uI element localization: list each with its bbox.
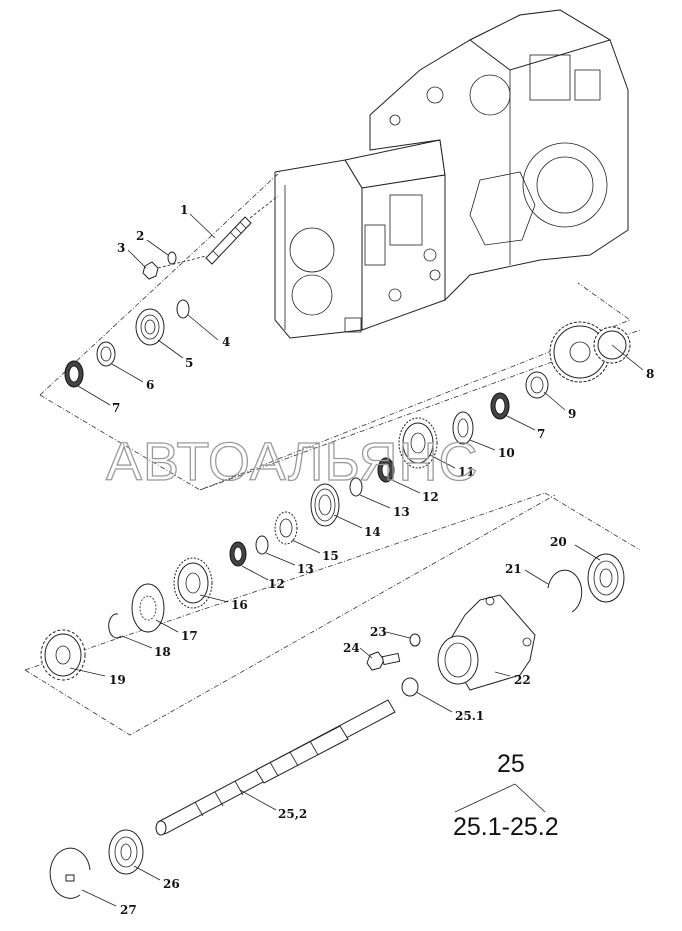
part-27-circlip: [49, 847, 91, 899]
assembly-range: 25.1-25.2: [453, 813, 559, 841]
callout-12b: 12: [268, 577, 285, 591]
watermark: АВТОАЛЬЯНС: [106, 432, 478, 492]
part-15-hub: [274, 511, 298, 545]
callout-7a: 7: [112, 401, 120, 415]
part-1-stud: [205, 195, 279, 265]
callout-7b: 7: [537, 427, 545, 441]
callout-2: 2: [136, 229, 144, 243]
lower-assembly-outline: [24, 492, 641, 736]
part-21-snap-ring: [547, 569, 583, 613]
assembly-number: 25: [497, 750, 525, 778]
callout-labels: 1 2 3 4 5 6 7 8 9 7 10 11 12 13 14 15 13…: [109, 203, 654, 917]
part-12-needle-bearing: [377, 457, 395, 483]
callout-27: 27: [120, 903, 137, 917]
part-2-washer: [167, 251, 177, 265]
callout-25-1: 25.1: [455, 709, 484, 723]
part-23-washer: [409, 633, 421, 647]
callout-8: 8: [646, 367, 654, 381]
part-10-washer: [452, 411, 474, 445]
callout-1: 1: [180, 203, 188, 217]
callout-5: 5: [185, 356, 193, 370]
callout-11: 11: [458, 465, 475, 479]
part-3-nut: [142, 261, 159, 280]
callout-19: 19: [109, 673, 126, 687]
callout-21: 21: [505, 562, 522, 576]
part-13-ring-2: [255, 535, 269, 555]
callout-18: 18: [154, 645, 171, 659]
part-4-washer: [176, 299, 190, 319]
part-18-circlip: [108, 613, 122, 639]
part-25-1-bushing: [401, 677, 419, 697]
callout-6: 6: [146, 378, 154, 392]
callout-13a: 13: [393, 505, 410, 519]
part-8-double-gear: [549, 321, 631, 383]
callout-16: 16: [231, 598, 248, 612]
part-17-disc: [131, 583, 165, 633]
part-7-needle-bearing-2: [490, 392, 510, 420]
callout-4: 4: [222, 335, 230, 349]
assembly-legend: 25 25.1-25.2: [453, 750, 559, 841]
part-14-synchro-ring: [310, 483, 340, 527]
part-11-gear: [398, 417, 438, 469]
callout-13b: 13: [297, 562, 314, 576]
part-5-bearing: [135, 308, 165, 346]
part-25-2-shaft: [155, 699, 396, 836]
callout-25-2: 25,2: [278, 807, 307, 821]
callout-20: 20: [550, 535, 567, 549]
part-13-ring: [349, 477, 363, 497]
callout-15: 15: [322, 549, 339, 563]
callout-26: 26: [163, 877, 180, 891]
part-6-ring: [96, 341, 116, 367]
part-22-cover: [437, 594, 536, 691]
callout-22: 22: [514, 673, 531, 687]
callout-14: 14: [364, 525, 381, 539]
part-20-bearing: [587, 553, 625, 603]
part-9-bushing: [525, 371, 549, 399]
part-24-bolt: [366, 651, 401, 671]
callout-23: 23: [370, 625, 387, 639]
part-16-gear: [173, 557, 213, 609]
callout-24: 24: [343, 641, 360, 655]
gearbox-housing: [274, 9, 629, 339]
part-7-needle-bearing: [64, 360, 84, 388]
callout-10: 10: [498, 446, 515, 460]
callout-17: 17: [181, 629, 198, 643]
part-19-gear: [40, 629, 86, 681]
callout-9: 9: [568, 407, 576, 421]
callout-12a: 12: [422, 490, 439, 504]
callout-3: 3: [117, 241, 125, 255]
leader-lines: [69, 213, 644, 907]
part-12-needle-bearing-2: [229, 541, 247, 567]
part-26-bearing: [108, 829, 144, 875]
